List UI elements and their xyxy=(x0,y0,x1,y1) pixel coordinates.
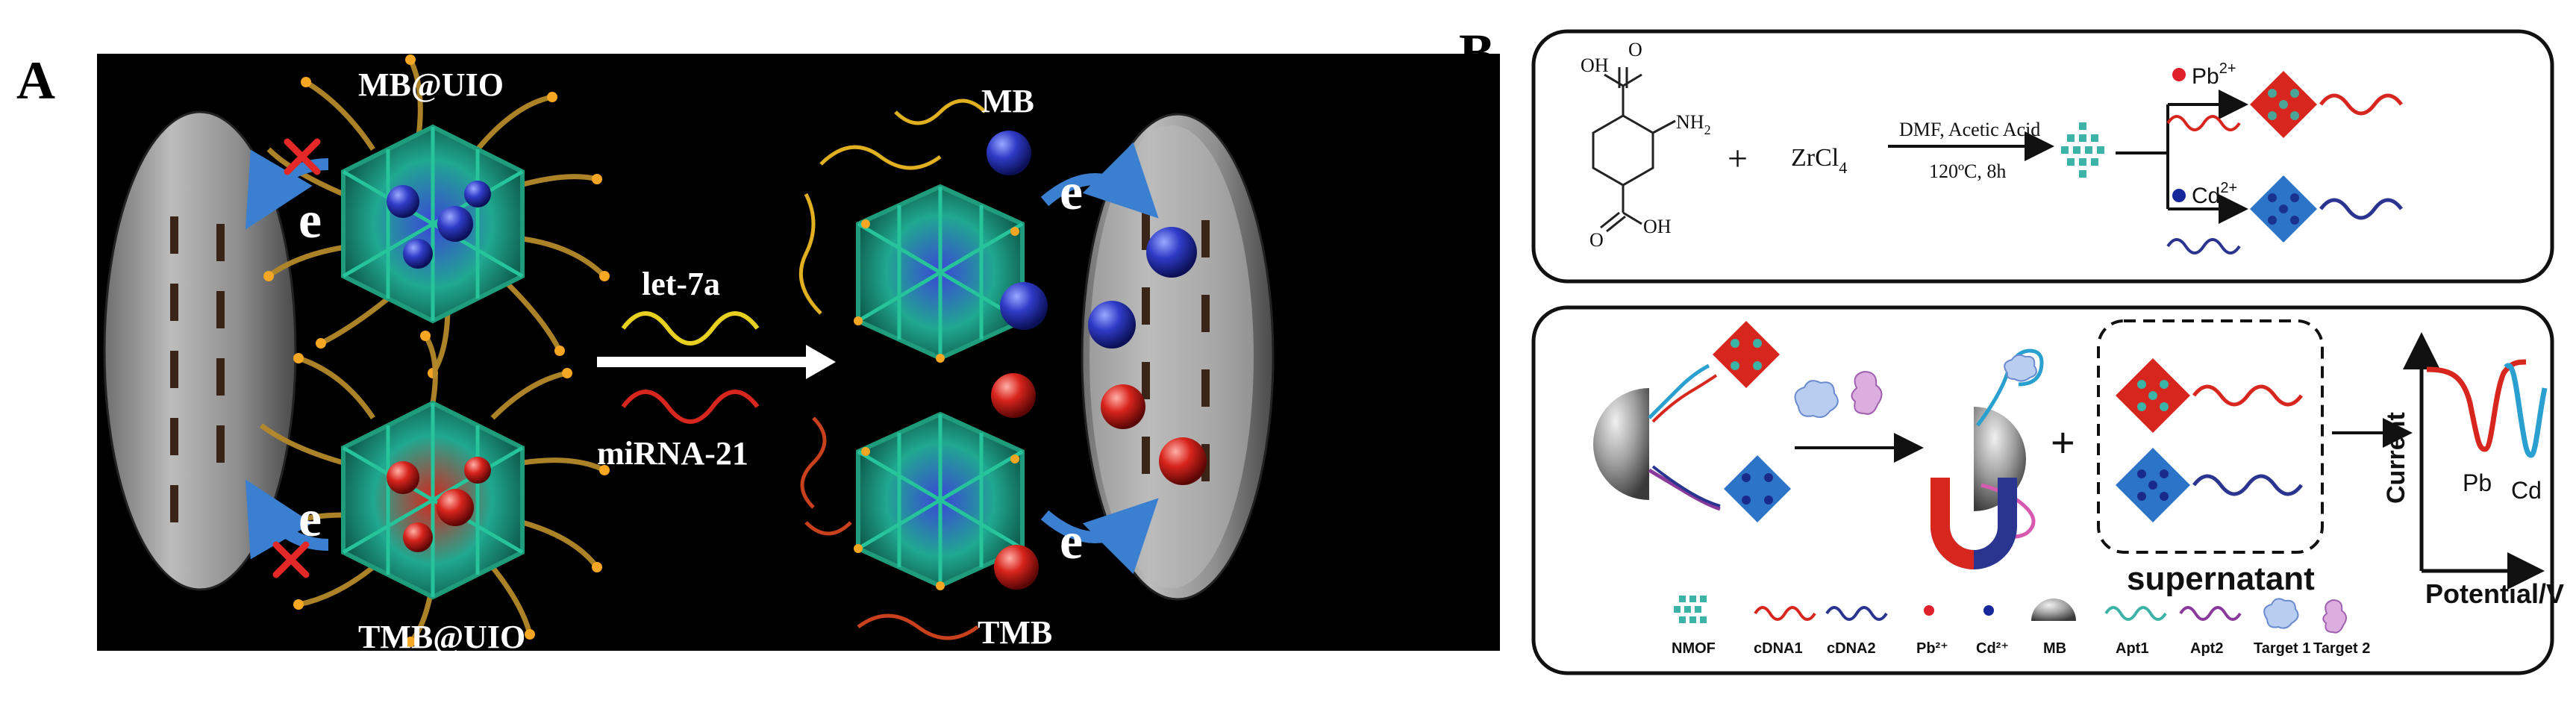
mirna-21-label: miRNA-21 xyxy=(597,435,748,472)
cdna2-strand-top xyxy=(2166,238,2241,254)
legend-nmof-icon xyxy=(1674,596,1707,623)
apt2-probe-left xyxy=(1648,468,1721,511)
panel-b-label: B xyxy=(1459,23,1495,83)
released-mb-particle xyxy=(798,99,1025,363)
free-tmb-spheres xyxy=(991,373,1207,590)
ligand-oh-bottom: OH xyxy=(1643,216,1672,237)
magnet-pole xyxy=(1931,478,1975,569)
cd-ion-label: Cd2+ xyxy=(2192,180,2237,208)
legend-label-0: NMOF xyxy=(1672,640,1716,657)
legend-mb-icon xyxy=(2031,599,2076,621)
tmb-uio-label: TMB@UIO xyxy=(358,619,525,655)
pb-ion-label: Pb2+ xyxy=(2192,60,2236,89)
panel-a-background xyxy=(97,54,1500,651)
legend-target2-icon xyxy=(2322,599,2347,634)
legend-apt2-icon xyxy=(2179,606,2242,621)
tmb-uio-particle xyxy=(256,331,610,647)
condition-solvent: DMF, Acetic Acid xyxy=(1899,119,2040,140)
supernatant-nmof-pb xyxy=(2116,358,2303,433)
synthesis-plus: + xyxy=(1728,139,1748,178)
magnetic-bead-left xyxy=(1593,388,1649,500)
svg-text:O: O xyxy=(1628,39,1642,60)
ligand-oh-top: OH xyxy=(1581,54,1609,76)
released-tmb-particle xyxy=(800,411,1025,640)
legend-label-6: Apt1 xyxy=(2116,640,2148,657)
apt1-probe-left xyxy=(1648,363,1710,419)
cd-ion-dot xyxy=(2172,189,2186,202)
legend-apt1-icon xyxy=(2104,606,2167,621)
mirna-21-strand xyxy=(621,390,760,424)
potential-axis-label: Potential/V xyxy=(2425,578,2564,609)
legend-label-4: Cd²⁺ xyxy=(1976,640,2009,657)
legend-pb-icon xyxy=(1924,605,1934,616)
left-electrode xyxy=(103,110,297,591)
electron-transfer-bottom xyxy=(1040,498,1159,575)
panel-a-label: A xyxy=(16,51,55,110)
target-2-icon xyxy=(1851,370,1883,415)
legend-label-1: cDNA1 xyxy=(1754,640,1803,657)
nmof-cd-on-bead xyxy=(1724,455,1791,522)
free-mb-spheres xyxy=(987,131,1197,349)
legend-label-3: Pb²⁺ xyxy=(1916,640,1948,657)
electron-label-right-top: e xyxy=(1060,163,1083,221)
condition-temperature: 120ºC, 8h xyxy=(1929,160,2006,182)
synthesis-scheme: OH O NH2 O OH + ZrCl4 DMF, Acetic Acid 1… xyxy=(1531,29,2554,284)
pb-peak-label: Pb xyxy=(2463,469,2492,496)
svg-text:O: O xyxy=(1589,229,1604,251)
legend-target1-icon xyxy=(2263,598,2299,629)
nmof-pb-labelled xyxy=(2250,71,2403,138)
ligand-structure xyxy=(1592,67,1676,233)
supernatant-nmof-cd xyxy=(2116,448,2303,522)
legend-label-7: Apt2 xyxy=(2190,640,2223,657)
detection-plus: + xyxy=(2051,419,2075,466)
right-electrode xyxy=(1081,113,1275,601)
let-7a-strand xyxy=(621,311,760,346)
nmof-pb-on-bead xyxy=(1713,321,1780,388)
legend-cdna2-icon xyxy=(1825,606,1888,621)
zrcl4-label: ZrCl4 xyxy=(1791,144,1847,177)
legend-label-2: cDNA2 xyxy=(1827,640,1876,657)
supernatant-label: supernatant xyxy=(2127,560,2315,597)
electron-label-bottom: e xyxy=(298,490,322,548)
blocked-electron-bottom xyxy=(245,479,329,578)
current-axis-label: Current xyxy=(2382,412,2410,504)
legend-label-9: Target 2 xyxy=(2313,640,2370,657)
legend-label-8: Target 1 xyxy=(2254,640,2310,657)
blocked-electron-top xyxy=(245,138,329,230)
mb-label: MB xyxy=(981,83,1034,119)
apt1-bound xyxy=(1975,349,2044,427)
cdna1-strand-top xyxy=(2166,115,2241,131)
tmb-label: TMB xyxy=(978,614,1052,651)
let-7a-label: let-7a xyxy=(642,266,720,302)
supernatant-box xyxy=(2097,319,2324,554)
mb-uio-label: MB@UIO xyxy=(358,66,504,103)
ligand-amine: NH2 xyxy=(1676,111,1711,137)
legend-cd-icon xyxy=(1983,605,1994,616)
panel-a: e e MB@UIO TMB@UIO let-7a miRNA-21 xyxy=(97,54,1500,655)
synthesis-box xyxy=(1531,29,2554,284)
legend-cdna1-icon xyxy=(1754,606,1816,621)
nmof-product-icon xyxy=(2061,122,2104,178)
target-1-icon xyxy=(1794,380,1839,418)
legend-label-5: MB xyxy=(2043,640,2066,657)
electron-label-right-bottom: e xyxy=(1060,513,1083,570)
reaction-arrow-head xyxy=(806,345,836,379)
detection-scheme: + supernatant Current Potential/V Pb xyxy=(1531,305,2564,675)
electron-label-top: e xyxy=(298,192,322,249)
legend: NMOF cDNA1 cDNA2 Pb²⁺ Cd²⁺ MB Apt1 Apt2 … xyxy=(1672,596,2370,657)
pb-ion-dot xyxy=(2172,68,2186,81)
electron-transfer-top xyxy=(1040,142,1159,219)
nmof-cd-labelled xyxy=(2250,175,2403,243)
